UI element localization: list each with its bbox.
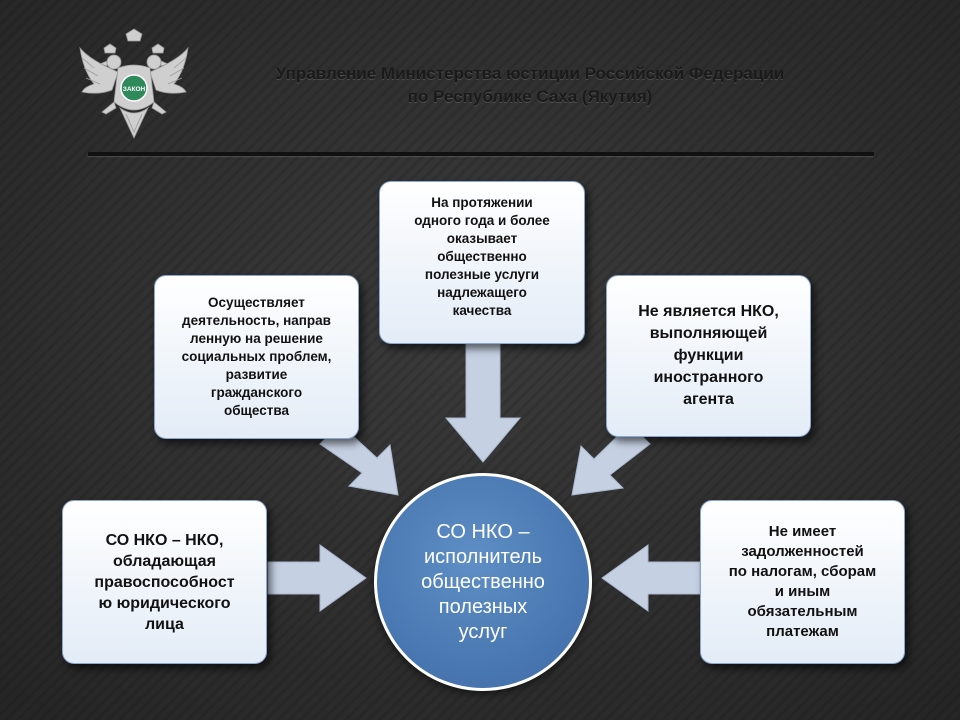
box-line: качества xyxy=(452,303,512,318)
box-line: На протяжении xyxy=(431,195,533,210)
emblem-badge-text: ЗАКОН xyxy=(123,86,146,93)
box-line: лица xyxy=(145,615,184,633)
box-line: одного года и более xyxy=(414,213,550,228)
circle-line: общественно xyxy=(421,570,545,593)
page-title-line-1: Управление Министерства юстиции Российск… xyxy=(275,64,785,83)
box-socially-oriented-activity: Осуществляет деятельность, направ ленную… xyxy=(154,275,359,439)
box-line: Осуществляет xyxy=(208,295,305,310)
circle-line: исполнитель xyxy=(423,545,543,568)
box-line: общества xyxy=(223,403,290,418)
box-line: по налогам, сборам xyxy=(728,563,877,580)
circle-line: услуг xyxy=(458,620,508,643)
box-line: обладающая xyxy=(113,552,216,570)
box-line: задолженностей xyxy=(741,543,864,560)
box-one-year-services: На протяжении одного года и более оказыв… xyxy=(379,181,585,344)
box-line: общественно xyxy=(437,249,527,264)
box-line: оказывает xyxy=(446,231,518,246)
ministry-emblem-icon: ЗАКОН xyxy=(79,28,189,139)
box-line: выполняющей xyxy=(649,325,768,342)
box-not-foreign-agent: Не является НКО, выполняющей функции ино… xyxy=(606,275,811,437)
circle-line: СО НКО – xyxy=(436,520,530,543)
box-line: гражданского xyxy=(210,385,303,400)
page-title: Управление Министерства юстиции Российск… xyxy=(200,62,860,108)
box-line: СО НКО – НКО, xyxy=(105,531,224,549)
box-line: обязательным xyxy=(747,603,858,620)
box-line: правоспособност xyxy=(94,573,235,591)
page-title-line-2: по Республике Саха (Якутия) xyxy=(407,87,653,106)
header-divider xyxy=(88,152,874,156)
box-line: деятельность, направ xyxy=(182,313,331,328)
box-line: и иным xyxy=(774,583,831,600)
circle-line: полезных xyxy=(438,595,528,618)
box-no-tax-debts: Не имеет задолженностей по налогам, сбор… xyxy=(700,500,905,664)
box-line: Не имеет xyxy=(768,523,837,540)
box-line: Не является НКО, xyxy=(638,303,779,320)
box-line: полезные услуги xyxy=(424,267,540,282)
box-line: надлежащего xyxy=(437,285,527,300)
center-circle-so-nko: СО НКО – исполнитель общественно полезны… xyxy=(374,473,592,691)
box-line: ленную на решение xyxy=(190,331,323,346)
box-line: агента xyxy=(683,391,734,408)
box-line: платежам xyxy=(766,623,839,640)
box-line: иностранного xyxy=(653,369,764,386)
box-line: развитие xyxy=(225,367,288,382)
box-legal-entity: СО НКО – НКО, обладающая правоспособност… xyxy=(62,500,267,664)
box-line: ю юридического xyxy=(98,594,231,612)
box-line: функции xyxy=(673,347,744,364)
box-line: социальных проблем, xyxy=(181,349,332,364)
